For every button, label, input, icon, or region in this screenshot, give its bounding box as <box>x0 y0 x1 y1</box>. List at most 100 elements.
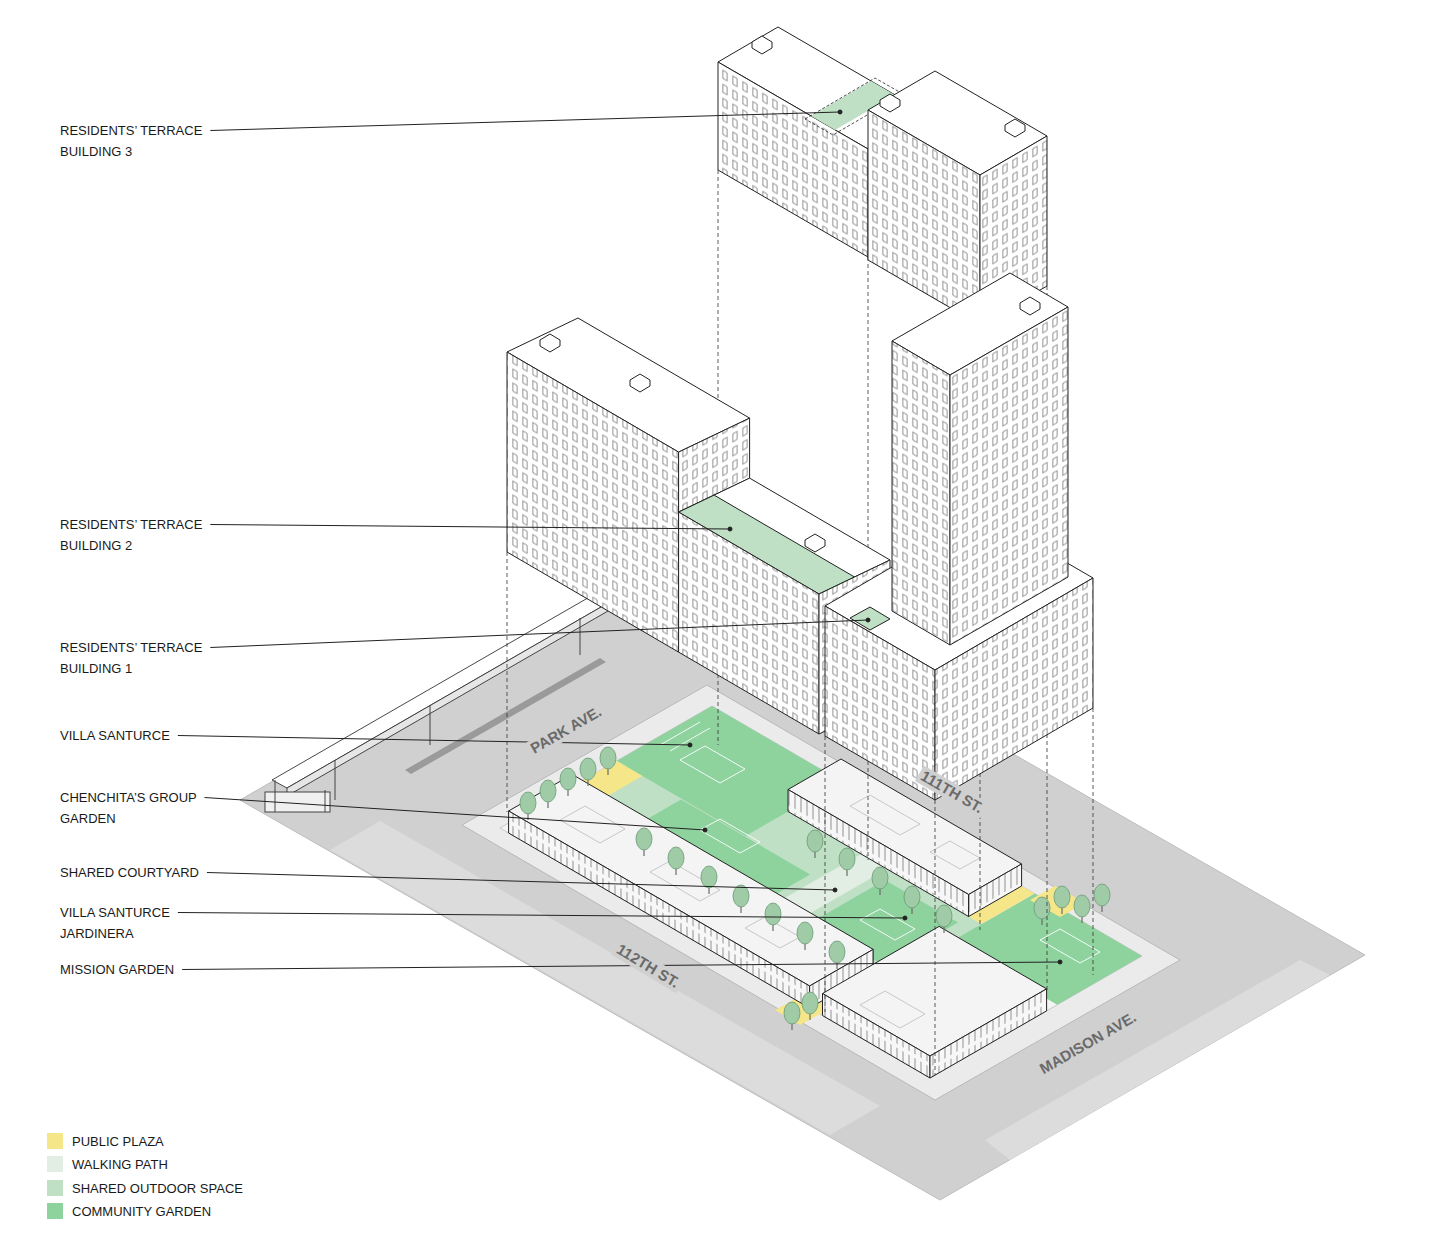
building-3 <box>1005 119 1025 137</box>
low-rise-buildings <box>788 790 969 917</box>
callout-label: RESIDENTS’ TERRACE BUILDING 2 <box>60 514 212 556</box>
legend-text: PUBLIC PLAZA <box>72 1133 164 1150</box>
trees <box>540 780 556 808</box>
elevated-rail <box>430 705 431 745</box>
building-2 <box>507 352 679 652</box>
building-3 <box>880 94 900 112</box>
legend-text: COMMUNITY GARDEN <box>72 1203 211 1220</box>
leader-lines <box>178 913 905 919</box>
low-rise-buildings <box>823 994 931 1079</box>
street-label: PARK AVE. <box>525 701 608 759</box>
callout-label: RESIDENTS’ TERRACE BUILDING 1 <box>60 637 212 679</box>
leader-lines <box>866 618 870 622</box>
projection-lines <box>935 800 936 1075</box>
street-label: 112TH ST. <box>611 939 685 994</box>
trees <box>668 847 684 875</box>
callout-label: RESIDENTS’ TERRACE BUILDING 3 <box>60 120 212 162</box>
site-plan <box>1040 929 1100 963</box>
trees <box>904 886 920 914</box>
trees <box>839 848 855 876</box>
building-3 <box>752 36 772 54</box>
leader-lines <box>207 873 835 891</box>
callout-label: MISSION GARDEN <box>60 959 212 980</box>
trees <box>560 768 576 796</box>
trees <box>733 885 749 913</box>
trees <box>1034 897 1050 925</box>
projection-lines <box>1093 708 1094 975</box>
ground-plane <box>500 706 1142 1078</box>
elevated-rail <box>335 760 336 800</box>
leader-lines <box>1058 960 1062 964</box>
low-rise-buildings <box>930 841 980 869</box>
low-rise-buildings <box>850 795 920 835</box>
trees <box>600 747 616 775</box>
trees <box>520 747 1110 1030</box>
building-1 <box>892 341 950 645</box>
trees <box>936 905 952 933</box>
leader-lines <box>728 527 732 531</box>
legend-swatch <box>47 1156 63 1172</box>
leader-lines <box>903 916 907 920</box>
trees <box>807 830 823 858</box>
site-plan <box>860 909 915 940</box>
legend-text: WALKING PATH <box>72 1156 168 1173</box>
street-label: MADISON AVE. <box>1034 1007 1142 1080</box>
projection-lines <box>825 736 826 1012</box>
building-1 <box>1020 297 1040 315</box>
building-1 <box>825 273 1093 800</box>
leader-lines <box>703 828 707 832</box>
ground-plane <box>462 685 1180 1100</box>
trees <box>636 828 652 856</box>
legend-swatch <box>47 1180 63 1196</box>
projection-lines <box>507 552 508 812</box>
trees <box>829 941 845 969</box>
trees <box>872 867 888 895</box>
legend-swatch <box>47 1133 63 1149</box>
low-rise-buildings <box>930 989 1047 1078</box>
elevated-rail <box>325 790 326 812</box>
trees <box>701 866 717 894</box>
building-3 <box>718 62 868 257</box>
low-rise-buildings <box>560 795 980 1028</box>
low-rise-buildings <box>969 864 1022 917</box>
trees <box>1094 884 1110 912</box>
callout-label: SHARED COURTYARD <box>60 862 212 883</box>
trees <box>797 922 813 950</box>
trees <box>520 792 536 820</box>
low-rise-buildings <box>823 926 1047 1056</box>
building-1 <box>825 606 935 800</box>
leader-lines <box>688 743 692 747</box>
leader-lines <box>205 798 705 831</box>
callout-label: CHENCHITA’S GROUP GARDEN <box>60 787 212 829</box>
site-plan <box>670 728 710 751</box>
site-plan <box>660 722 700 745</box>
trees <box>1074 895 1090 923</box>
leader-lines <box>178 110 1062 970</box>
leader-lines <box>182 962 1060 970</box>
street-label: 111TH ST. <box>915 765 989 818</box>
building-2 <box>630 374 650 392</box>
low-rise-buildings <box>860 991 925 1028</box>
trees <box>784 1002 800 1030</box>
site-plan <box>700 819 760 853</box>
leader-lines <box>838 110 842 114</box>
leader-lines <box>833 888 837 892</box>
elevated-rail <box>275 780 276 812</box>
low-rise-buildings <box>650 861 720 901</box>
building-3 <box>868 110 980 325</box>
building-2 <box>805 534 825 552</box>
callout-label: VILLA SANTURCE JARDINERA <box>60 902 212 944</box>
legend-swatch <box>47 1203 63 1219</box>
trees <box>802 992 818 1020</box>
low-rise-buildings <box>509 759 1047 1078</box>
building-1 <box>950 307 1068 645</box>
leader-lines <box>210 620 868 648</box>
elevated-rail <box>580 618 581 655</box>
leader-lines <box>178 736 690 746</box>
legend-text: SHARED OUTDOOR SPACE <box>72 1180 243 1197</box>
trees <box>580 758 596 786</box>
leader-lines <box>210 112 840 131</box>
callout-label: VILLA SANTURCE <box>60 725 212 746</box>
